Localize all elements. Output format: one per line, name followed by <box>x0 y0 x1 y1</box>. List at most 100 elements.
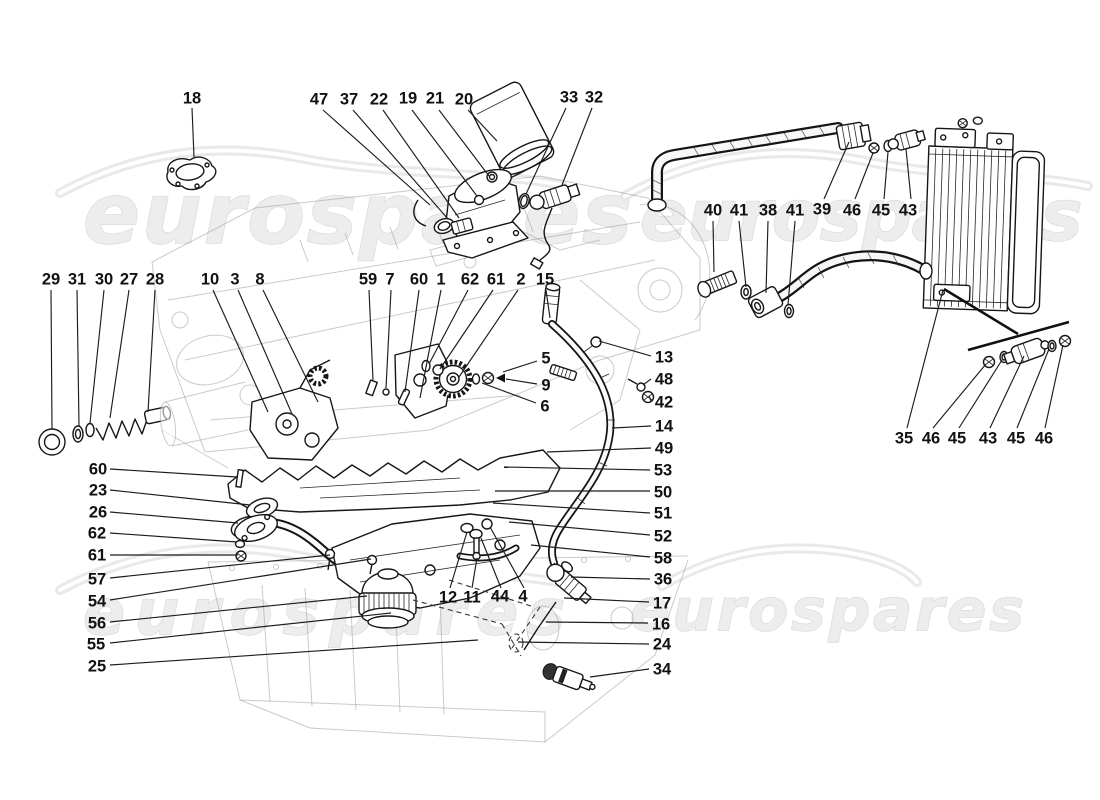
washer-stack-art <box>460 518 493 561</box>
callout-1-label: 1 <box>436 271 445 289</box>
callout-46-leader <box>854 152 874 200</box>
callout-26-label: 26 <box>89 504 107 522</box>
callout-20-leader <box>467 109 498 142</box>
callout-29-label: 29 <box>42 271 60 289</box>
temp-sensor-34-art <box>542 663 596 691</box>
callout-17-label: 17 <box>653 595 671 613</box>
callout-34-leader <box>589 668 650 678</box>
oil-pump-art <box>249 343 453 461</box>
callout-5-leader <box>502 360 538 373</box>
callout-19-label: 19 <box>399 90 417 108</box>
callout-60-leader <box>404 289 420 393</box>
callout-58-leader <box>530 544 651 558</box>
arrowhead <box>496 373 505 383</box>
callout-28-label: 28 <box>146 271 164 289</box>
callout-45-label: 45 <box>872 202 890 220</box>
callout-48-leader <box>642 378 652 386</box>
callout-12-leader <box>449 531 468 589</box>
union-bolt-48-42-art <box>627 378 655 404</box>
callout-41-leader <box>787 220 796 306</box>
cover-gasket-18-art <box>166 156 217 191</box>
callout-62-leader <box>428 289 469 365</box>
watermark-bottom-right: eurospares <box>629 543 1027 645</box>
callout-25-label: 25 <box>88 658 106 676</box>
callout-58-label: 58 <box>654 550 672 568</box>
callout-19-leader <box>411 109 478 197</box>
callout-53-label: 53 <box>654 462 672 480</box>
callout-12-label: 12 <box>439 589 457 607</box>
callout-41-leader <box>738 220 747 288</box>
heat-shield-art <box>227 449 561 513</box>
callout-43-leader <box>905 148 912 200</box>
callout-13-label: 13 <box>655 349 673 367</box>
callout-43-label: 43 <box>979 430 997 448</box>
callout-46-leader <box>932 363 987 429</box>
callout-47-leader <box>322 109 431 206</box>
callout-32-label: 32 <box>585 89 603 107</box>
callout-54-label: 54 <box>88 593 107 611</box>
callout-36-label: 36 <box>654 571 672 589</box>
callout-41-label: 41 <box>730 202 748 220</box>
callout-3-label: 3 <box>230 271 239 289</box>
callout-37-label: 37 <box>340 91 358 109</box>
callout-60-label: 60 <box>410 271 428 289</box>
callout-61-leader <box>439 289 494 370</box>
callout-10-leader <box>212 289 269 413</box>
callout-45-leader <box>883 151 889 200</box>
callout-33-label: 33 <box>560 89 578 107</box>
callout-44-leader <box>480 537 502 589</box>
callout-56-label: 56 <box>88 615 106 633</box>
callout-18-label: 18 <box>183 90 201 108</box>
callout-62-label: 62 <box>461 271 479 289</box>
callout-50-label: 50 <box>654 484 672 502</box>
callout-26-leader <box>109 511 239 524</box>
callout-25-leader <box>109 639 479 666</box>
callout-35-label: 35 <box>895 430 913 448</box>
callout-40-leader <box>712 220 715 273</box>
callout-43-label: 43 <box>899 202 917 220</box>
callout-11-label: 11 <box>463 589 480 607</box>
callout-3-leader <box>237 289 293 415</box>
callout-29-leader <box>50 289 53 430</box>
callout-38-label: 38 <box>759 202 777 220</box>
callout-2-leader <box>458 289 519 378</box>
callout-49-label: 49 <box>655 440 673 458</box>
callout-32-leader <box>561 107 593 186</box>
callout-16-label: 16 <box>652 616 670 634</box>
callout-43-leader <box>989 355 1025 429</box>
callout-22-leader <box>382 109 460 219</box>
pickup-gasket-parts-art <box>234 468 279 562</box>
callout-30-leader <box>89 289 105 424</box>
thermo-switch-kit-art <box>943 287 1072 369</box>
callout-46-label: 46 <box>922 430 940 448</box>
callout-7-label: 7 <box>385 271 394 289</box>
callout-54-leader <box>109 558 372 601</box>
callout-10-label: 10 <box>201 271 219 289</box>
callout-56-leader <box>109 595 368 623</box>
filter-clip-art <box>413 199 474 235</box>
callout-33-leader <box>525 107 567 195</box>
watermark-text: eurospares <box>630 576 1027 644</box>
callout-51-leader <box>492 502 651 514</box>
callout-14-leader <box>611 425 652 429</box>
callout-14-label: 14 <box>655 418 674 436</box>
callout-11-leader <box>471 557 478 589</box>
callout-37-leader <box>352 109 449 220</box>
callout-20-label: 20 <box>455 91 473 109</box>
callout-9-leader <box>505 378 538 385</box>
callout-4-label: 4 <box>518 588 528 606</box>
callout-35-leader <box>906 289 944 429</box>
callout-61-label: 61 <box>487 271 505 289</box>
callout-47-label: 47 <box>310 91 328 109</box>
callout-59-label: 59 <box>359 271 377 289</box>
callout-48-label: 48 <box>655 371 673 389</box>
oil-level-sensor-art <box>508 561 592 653</box>
callout-40-label: 40 <box>704 202 722 220</box>
callout-46-label: 46 <box>843 202 861 220</box>
callout-45-label: 45 <box>948 430 966 448</box>
upper-hose-art <box>647 121 926 212</box>
callout-52-label: 52 <box>654 528 672 546</box>
